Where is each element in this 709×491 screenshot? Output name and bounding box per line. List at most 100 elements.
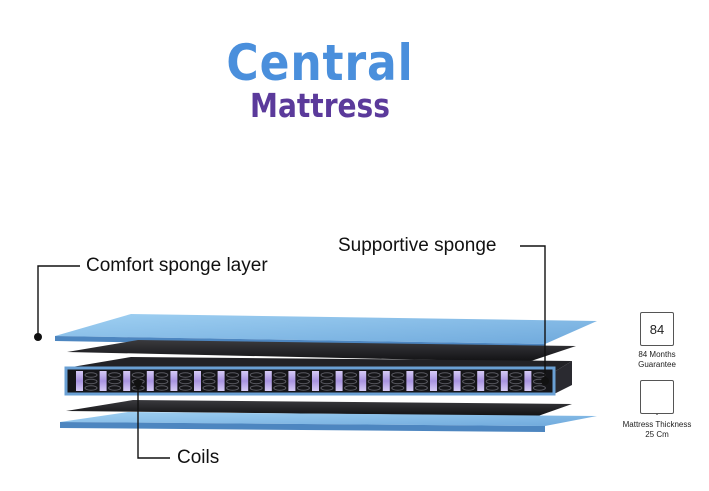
- coil-spring: [273, 378, 287, 385]
- coil-spring: [273, 385, 287, 391]
- coil-spring: [226, 378, 240, 385]
- coil-spring: [532, 385, 546, 391]
- coil-post: [241, 371, 249, 391]
- coil-spring: [462, 385, 476, 391]
- coil-spring: [438, 385, 452, 391]
- coil-spring: [320, 385, 334, 391]
- coil-spring: [296, 385, 310, 391]
- thickness-caption: Mattress Thickness 25 Cm: [612, 420, 702, 440]
- supportive-leader-line: [520, 245, 546, 380]
- coils-label: Coils: [177, 447, 220, 468]
- coil-spring: [509, 385, 523, 391]
- coil-spring: [462, 378, 476, 385]
- coil-spring: [391, 378, 405, 385]
- coil-post: [264, 371, 272, 391]
- coil-spring: [273, 372, 287, 378]
- coil-spring: [367, 385, 381, 391]
- coil-post: [453, 371, 461, 391]
- thickness-badge: [640, 380, 674, 414]
- coil-spring: [414, 385, 428, 391]
- guarantee-caption-line2: Guarantee: [638, 360, 676, 369]
- coil-row: [76, 371, 546, 391]
- coil-spring: [178, 372, 192, 378]
- coil-post: [123, 371, 131, 391]
- coil-spring: [391, 372, 405, 378]
- coil-spring: [249, 385, 263, 391]
- coil-spring: [84, 372, 98, 378]
- coil-spring: [509, 372, 523, 378]
- supportive-sponge-label: Supportive sponge: [338, 235, 497, 256]
- coil-spring: [226, 385, 240, 391]
- coil-spring: [367, 372, 381, 378]
- callout-lines: [37, 245, 546, 459]
- guarantee-caption: 84 Months Guarantee: [612, 350, 702, 370]
- coil-spring: [509, 378, 523, 385]
- coil-spring: [320, 378, 334, 385]
- coil-spring: [367, 378, 381, 385]
- coil-spring: [155, 372, 169, 378]
- coil-spring: [485, 385, 499, 391]
- coil-spring: [414, 378, 428, 385]
- guarantee-badge: 84: [640, 312, 674, 346]
- coil-post: [312, 371, 319, 391]
- guarantee-value: 84: [649, 321, 665, 337]
- top-felt-layer: [67, 340, 576, 362]
- coil-spring: [178, 385, 192, 391]
- coil-spring: [438, 372, 452, 378]
- coil-spring: [84, 385, 98, 391]
- coil-post: [524, 371, 532, 391]
- coil-spring: [202, 378, 216, 385]
- comfort-sponge-label: Comfort sponge layer: [86, 255, 268, 276]
- coil-post: [217, 371, 225, 391]
- coil-spring: [178, 378, 192, 385]
- coil-post: [194, 371, 201, 391]
- coil-post: [146, 371, 154, 391]
- coil-spring: [131, 372, 145, 378]
- coil-spring: [438, 378, 452, 385]
- coil-post: [406, 371, 414, 391]
- coil-post: [500, 371, 508, 391]
- coil-spring: [344, 378, 358, 385]
- comfort-leader-dot: [34, 333, 42, 341]
- coil-post: [288, 371, 296, 391]
- guarantee-caption-line1: 84 Months: [638, 350, 676, 359]
- coil-spring: [226, 372, 240, 378]
- supportive-leader-dot: [541, 377, 549, 385]
- brand-subtitle: Mattress: [250, 86, 390, 125]
- coil-post: [430, 371, 437, 391]
- coil-spring: [84, 378, 98, 385]
- coil-spring: [249, 372, 263, 378]
- coil-spring: [391, 385, 405, 391]
- coil-spring: [296, 372, 310, 378]
- coil-spring: [108, 372, 122, 378]
- coil-spring: [296, 378, 310, 385]
- coil-spring: [320, 372, 334, 378]
- thickness-caption-line1: Mattress Thickness: [622, 420, 692, 429]
- coil-spring: [344, 385, 358, 391]
- coil-post: [382, 371, 390, 391]
- coil-spring: [414, 372, 428, 378]
- coil-spring: [344, 372, 358, 378]
- coil-spring: [485, 372, 499, 378]
- bottom-sponge-layer: [60, 412, 597, 432]
- coil-post: [76, 371, 83, 391]
- coil-spring: [249, 378, 263, 385]
- coils-leader-line: [137, 383, 170, 459]
- coil-spring: [462, 372, 476, 378]
- coil-unit: [64, 357, 572, 396]
- coil-spring: [202, 372, 216, 378]
- coil-post: [170, 371, 178, 391]
- coil-post: [99, 371, 107, 391]
- coil-post: [335, 371, 343, 391]
- bottom-felt-layer: [66, 400, 572, 416]
- coil-spring: [155, 378, 169, 385]
- thickness-caption-line2: 25 Cm: [645, 430, 669, 439]
- coil-spring: [108, 378, 122, 385]
- brand-title: Central: [226, 34, 414, 92]
- coil-spring: [155, 385, 169, 391]
- coil-spring: [202, 385, 216, 391]
- coil-post: [359, 371, 367, 391]
- comfort-leader-line: [37, 265, 80, 336]
- coil-spring: [108, 385, 122, 391]
